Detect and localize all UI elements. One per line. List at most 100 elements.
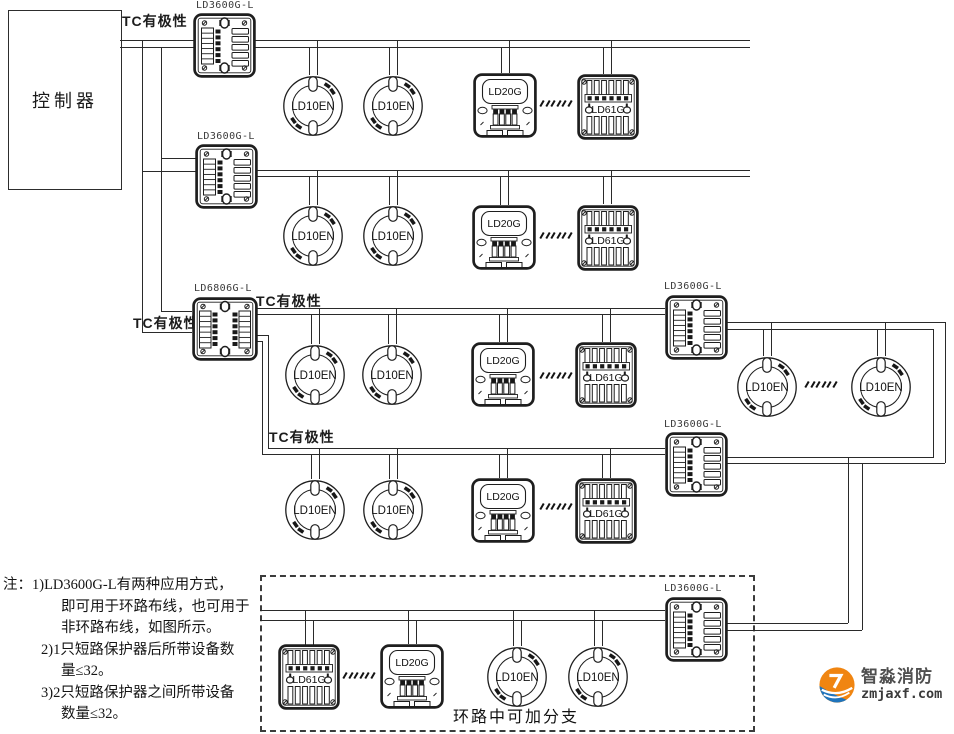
wire-segment [408,610,410,644]
logo-name: 智淼消防 [861,667,933,687]
wire-segment [257,170,750,172]
note-line: 3)2只短路保护器之间所带设备 [41,684,235,701]
wire-segment [255,47,750,49]
ld10en-device: LD10EN [361,344,423,406]
ellipsis-dashes [539,231,573,240]
ld61g-device: LD61G [575,342,637,408]
wire-segment [397,40,399,75]
wire-segment [602,314,604,342]
wire-segment [727,463,945,465]
ld10en-device: LD10EN [284,344,346,406]
ld10en-device: LD10EN [282,75,344,137]
ld3600g-device [665,295,728,360]
wire-segment [727,623,848,625]
controller-box: 控制器 [8,10,122,190]
logo-text: 智淼消防 zmjaxf.com [861,668,942,702]
wire-segment [602,454,604,478]
ld10en-device: LD10EN [362,75,424,137]
wire-segment [161,158,196,160]
ld3600g-device [193,13,256,78]
device-label: LD20G [488,86,521,98]
wire-segment [161,47,163,311]
ld10en-device: LD10EN [736,356,798,418]
wire-segment [945,322,947,463]
note-line: 非环路布线，如图所示。 [61,620,221,636]
wire-segment [142,332,192,334]
wire-segment [255,40,750,42]
wire-segment [501,47,503,73]
device-label: LD10EN [371,101,414,113]
module-caption: LD3600G-L [664,281,722,292]
wire-segment [161,311,192,313]
wire-segment [257,335,269,337]
wire-segment [317,170,319,205]
note-line: 即可用于环路布线，也可用于 [61,598,250,615]
wire-segment [727,322,945,324]
tc-polarity-label: TC有极性 [256,293,322,309]
wire-segment [120,47,194,49]
module-caption: LD3600G-L [664,419,722,430]
wire-segment [317,40,319,75]
device-label: LD20G [395,657,428,669]
ld10en-device: LD10EN [486,646,548,708]
wire-segment [507,308,509,342]
wire-segment [848,457,850,623]
wire-segment [611,170,613,204]
wire-segment [256,308,665,310]
ld61g-device: LD61G [577,205,639,271]
module-caption: LD6806G-L [194,283,252,294]
device-label: LD61G [292,674,325,686]
wire-segment [262,454,665,456]
wire-segment [771,322,773,356]
wire-segment [513,610,515,646]
branch-note-label: 环路中可加分支 [453,709,580,726]
wire-segment [389,454,391,479]
wire-segment [727,630,862,632]
wire-segment [862,463,864,630]
ld10en-device: LD10EN [284,479,346,541]
wire-segment [319,308,321,344]
wire-segment [388,314,390,344]
logo-icon [818,666,856,704]
ld20g-device: LD20G [380,644,444,709]
ld6806g-device [192,297,258,361]
wire-segment [120,40,194,42]
ld10en-device: LD10EN [282,205,344,267]
wire-segment [594,610,596,646]
ld10en-device: LD10EN [850,356,912,418]
wire-segment [877,329,879,356]
tc-polarity-label: TC有极性 [269,429,335,445]
ld3600g-device [665,432,728,497]
wire-segment [602,620,604,646]
device-label: LD61G [589,372,622,384]
device-label: LD10EN [495,672,538,684]
wire-segment [142,171,196,173]
wire-segment [603,47,605,74]
wire-segment [311,314,313,344]
wire-segment [611,40,613,74]
wire-segment [260,610,665,612]
wire-segment [397,170,399,205]
wire-segment [305,610,307,645]
ld10en-device: LD10EN [362,479,424,541]
wire-segment [397,448,399,479]
note-line: 量≤32。 [61,663,113,679]
wire-segment [257,176,750,178]
wire-segment [416,620,418,644]
device-label: LD20G [486,491,519,503]
wire-segment [389,176,391,205]
tc-polarity-label: TC有极性 [122,13,188,29]
note-line: 数量≤32。 [61,706,127,722]
logo-site-url: zmjaxf.com [861,685,943,702]
note-line: 2)1只短路保护器后所带设备数 [41,641,235,658]
ld10en-device: LD10EN [362,205,424,267]
tc-polarity-label: TC有极性 [133,315,199,331]
wire-segment [309,176,311,205]
device-label: LD61G [591,104,624,116]
loop-branch-dashed-box [260,575,755,732]
device-label: LD10EN [293,370,336,382]
ellipsis-dashes [539,502,573,511]
wire-segment [396,308,398,344]
wire-segment [262,341,264,454]
wire-segment [319,448,321,479]
